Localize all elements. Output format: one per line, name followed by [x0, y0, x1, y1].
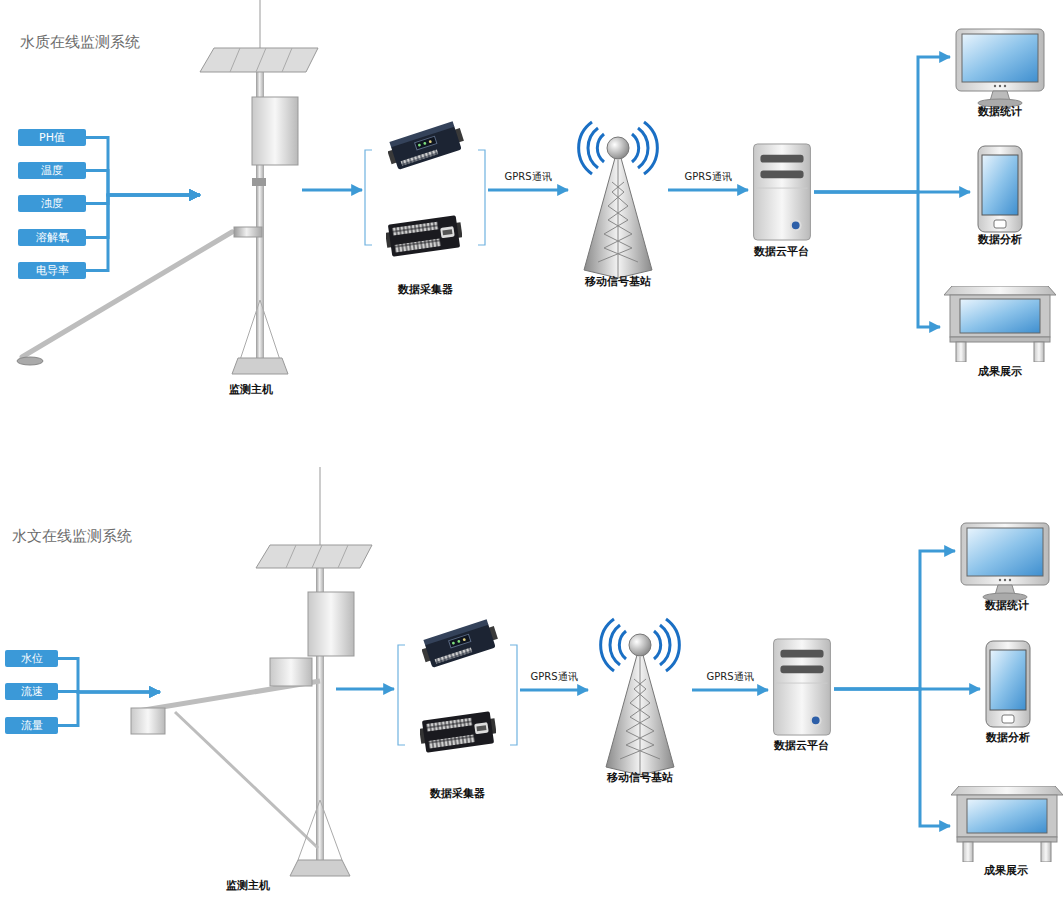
device-caption-box: 移动信号基站: [588, 615, 692, 786]
connector-arrow: [520, 689, 588, 692]
signal-tower: [579, 122, 658, 278]
node-text: 数据云平台: [774, 739, 829, 752]
device-caption-box: 数据采集器: [362, 110, 488, 298]
node-text: 数据统计: [985, 599, 1029, 612]
device-caption-box: 数据分析: [970, 140, 1030, 248]
data-collector: [365, 120, 485, 257]
connector-arrow: [692, 689, 768, 692]
system-title: 水质在线监测系统: [20, 33, 140, 52]
parameter-tag: PH值: [18, 129, 86, 146]
kiosk-icon: [951, 786, 1063, 862]
parameter-tag: 流量: [5, 717, 58, 734]
connector-arrow: [814, 57, 950, 192]
node-text: 数据分析: [986, 731, 1030, 744]
node-text: 浊度: [41, 197, 63, 210]
node-text: 数据采集器: [430, 787, 485, 800]
device-caption-box: 数据采集器: [394, 612, 520, 802]
device-caption-box: 数据统计: [950, 26, 1050, 120]
edge-label: GPRS通讯: [706, 670, 753, 684]
node-text: 成果展示: [984, 864, 1028, 877]
edge-label: GPRS通讯: [684, 170, 731, 184]
device-caption-box: 移动信号基站: [568, 118, 668, 290]
parameter-tag: 电导率: [18, 262, 86, 279]
parameter-tag: 温度: [18, 162, 86, 179]
node-text: 流量: [21, 719, 43, 732]
node-text: 数据分析: [978, 233, 1022, 246]
cloud-server: [754, 144, 811, 240]
parameter-tag: 浊度: [18, 195, 86, 212]
node-text: 电导率: [36, 264, 69, 277]
connector-arrow: [814, 192, 940, 327]
connector-arrow: [58, 692, 160, 726]
connector-arrow: [302, 189, 362, 192]
device-caption-box: 成果展示: [940, 282, 1060, 380]
edge-label: GPRS通讯: [530, 670, 577, 684]
connector-arrow: [86, 195, 200, 271]
connector-arrow: [668, 189, 748, 192]
monitoring-host: [131, 467, 372, 876]
phone-icon: [986, 641, 1030, 727]
node-text: 监测主机: [229, 383, 273, 396]
device-caption-box: 数据云平台: [768, 634, 834, 754]
device-caption-box: 监测主机: [200, 40, 302, 398]
node-text: 流速: [21, 685, 43, 698]
data-collector: [398, 618, 517, 753]
cloud-server: [774, 639, 831, 735]
edge-label: GPRS通讯: [504, 170, 551, 184]
parameter-tag: 水位: [5, 650, 58, 667]
monitor-icon: [961, 523, 1049, 601]
node-text: PH值: [39, 131, 65, 144]
connector-arrow: [86, 195, 200, 238]
signal-tower: [601, 619, 680, 775]
node-text: 监测主机: [226, 879, 270, 892]
connector-arrow: [86, 171, 200, 196]
connector-arrow: [834, 551, 955, 689]
parameter-tag: 溶解氧: [18, 229, 86, 246]
parameter-tag: 流速: [5, 683, 58, 700]
connector-arrow: [336, 688, 394, 691]
node-text: 水位: [21, 652, 43, 665]
monitoring-host: [17, 0, 318, 374]
node-text: 成果展示: [978, 365, 1022, 378]
phone-icon: [978, 146, 1022, 232]
connector-arrow: [86, 138, 200, 196]
device-caption-box: 监测主机: [160, 540, 336, 894]
node-text: 数据采集器: [398, 283, 453, 296]
connector-arrow: [834, 689, 950, 826]
device-caption-box: 数据云平台: [748, 138, 814, 260]
connector-arrow: [58, 659, 160, 693]
device-caption-box: 成果展示: [950, 782, 1062, 879]
device-caption-box: 数据分析: [980, 636, 1036, 746]
node-text: 数据统计: [978, 105, 1022, 118]
node-text: 溶解氧: [36, 231, 69, 244]
node-text: 数据云平台: [754, 245, 809, 258]
node-text: 移动信号基站: [607, 771, 673, 784]
connector-arrow: [488, 189, 568, 192]
system-title: 水文在线监测系统: [12, 527, 132, 546]
monitor-icon: [956, 29, 1044, 107]
node-text: 移动信号基站: [585, 275, 651, 288]
node-text: 温度: [41, 164, 63, 177]
kiosk-icon: [944, 286, 1056, 362]
device-caption-box: 数据统计: [955, 520, 1059, 614]
